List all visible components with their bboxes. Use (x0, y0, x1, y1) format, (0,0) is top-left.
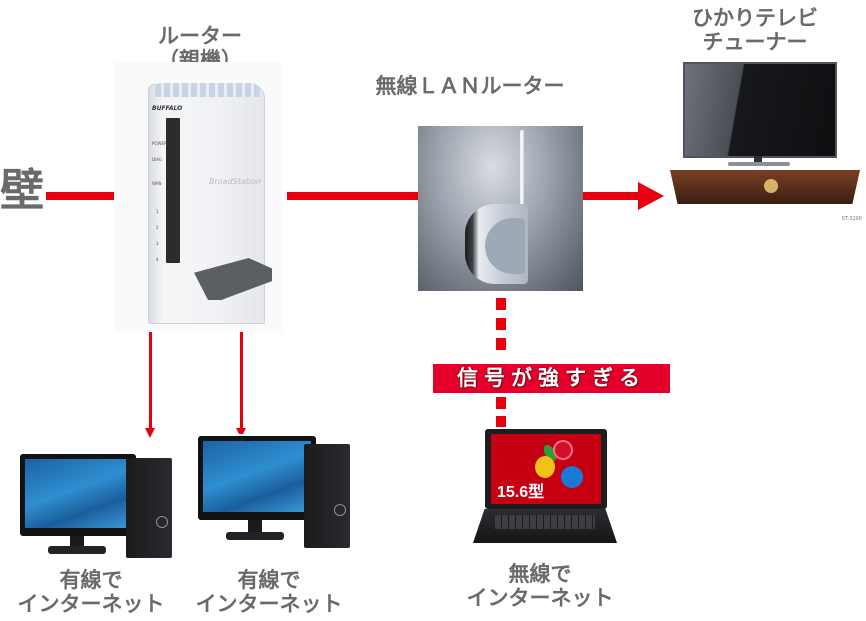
led-label: 3 (156, 241, 159, 246)
led-label: DIAG (152, 157, 163, 162)
desktop-2-label-line2: インターネット (195, 592, 343, 616)
line-wlan-to-tuner (583, 192, 640, 200)
line-router-to-desktop-2 (240, 318, 243, 430)
monitor-foot (226, 532, 284, 540)
antenna (520, 130, 524, 208)
arrowhead-to-tuner (638, 182, 664, 210)
dotted-line-segment (496, 338, 506, 350)
laptop-screen: 15.6型 (491, 434, 601, 504)
monitor-neck (248, 520, 262, 534)
led-label: WAN (152, 181, 162, 186)
line-wall-to-router (46, 192, 114, 200)
desktop-1-label-line2: インターネット (17, 592, 165, 616)
wireless-router-face (485, 218, 525, 274)
laptop-screen-size: 15.6型 (497, 484, 545, 501)
monitor-neck (70, 536, 84, 548)
laptop-label: 無線で インターネット (455, 562, 625, 610)
line-router-to-wlan (287, 192, 418, 200)
monitor (198, 436, 316, 520)
tv-foot (728, 162, 790, 166)
tv-screen (683, 62, 837, 158)
desktop-1-label-line1: 有線で (59, 568, 123, 592)
wireless-router-body (465, 204, 528, 284)
pc-tower (126, 458, 172, 558)
dotted-line-segment (496, 298, 506, 310)
laptop-keyboard-deck (473, 509, 617, 543)
tuner-power-button (764, 179, 778, 193)
laptop-label-line2: インターネット (466, 586, 614, 610)
router-vent (155, 83, 261, 97)
tv-tuner-label-line1: ひかりテレビ (692, 6, 818, 30)
red-flower (553, 440, 573, 460)
monitor-screen (25, 459, 131, 528)
tuner-model: ST-3200 (841, 216, 862, 222)
laptop-lid: 15.6型 (485, 429, 607, 509)
led-label: 4 (156, 257, 159, 262)
desktop-2-label: 有線で インターネット (184, 568, 354, 616)
desktop-pc-icon (196, 434, 352, 552)
led-label: 2 (156, 225, 159, 230)
laptop-icon: 15.6型 (471, 427, 619, 549)
warning-banner: 信号が強すぎる (433, 364, 670, 393)
dotted-line-segment (496, 318, 506, 330)
laptop-keys (495, 515, 595, 529)
desktop-pc-icon (14, 444, 176, 562)
desktop-1-label: 有線で インターネット (6, 568, 176, 616)
dotted-line-segment (496, 397, 506, 409)
parent-router-label-line1: ルーター (158, 24, 242, 48)
laptop-label-line1: 無線で (508, 562, 572, 586)
tv-tuner-icon: ST-3200 (668, 52, 866, 230)
wall-label: 壁 (0, 165, 44, 216)
monitor (20, 454, 136, 536)
blue-flower (561, 466, 583, 488)
router-led-panel (166, 118, 180, 263)
arrowhead-desktop-1 (145, 428, 155, 438)
tv-tuner-label: ひかりテレビ チューナー (670, 6, 840, 54)
dell-logo (156, 516, 168, 528)
desktop-2-label-line1: 有線で (237, 568, 301, 592)
tuner-box (670, 170, 860, 204)
led-label: 1 (156, 209, 159, 214)
pc-tower (304, 444, 350, 548)
wired-router-icon: BUFFALO POWER DIAG WAN 1 2 3 4 BroadStat… (114, 62, 282, 332)
line-router-to-desktop-1 (149, 318, 152, 430)
warning-text: 信号が強すぎる (457, 366, 646, 390)
monitor-foot (48, 546, 106, 554)
wireless-router-label: 無線ＬＡＮルーター (375, 74, 565, 98)
router-product-name: BroadStation (209, 177, 262, 186)
wireless-router-icon (418, 126, 583, 291)
monitor-screen (203, 441, 311, 512)
yellow-flower (535, 456, 555, 478)
router-brand: BUFFALO (152, 105, 183, 112)
dell-logo (334, 504, 346, 516)
led-label: POWER (152, 141, 167, 146)
dotted-line-segment (496, 416, 506, 428)
arrowhead-desktop-2 (236, 428, 246, 438)
tv-tuner-label-line2: チューナー (702, 30, 808, 54)
tv-neck (754, 156, 762, 162)
